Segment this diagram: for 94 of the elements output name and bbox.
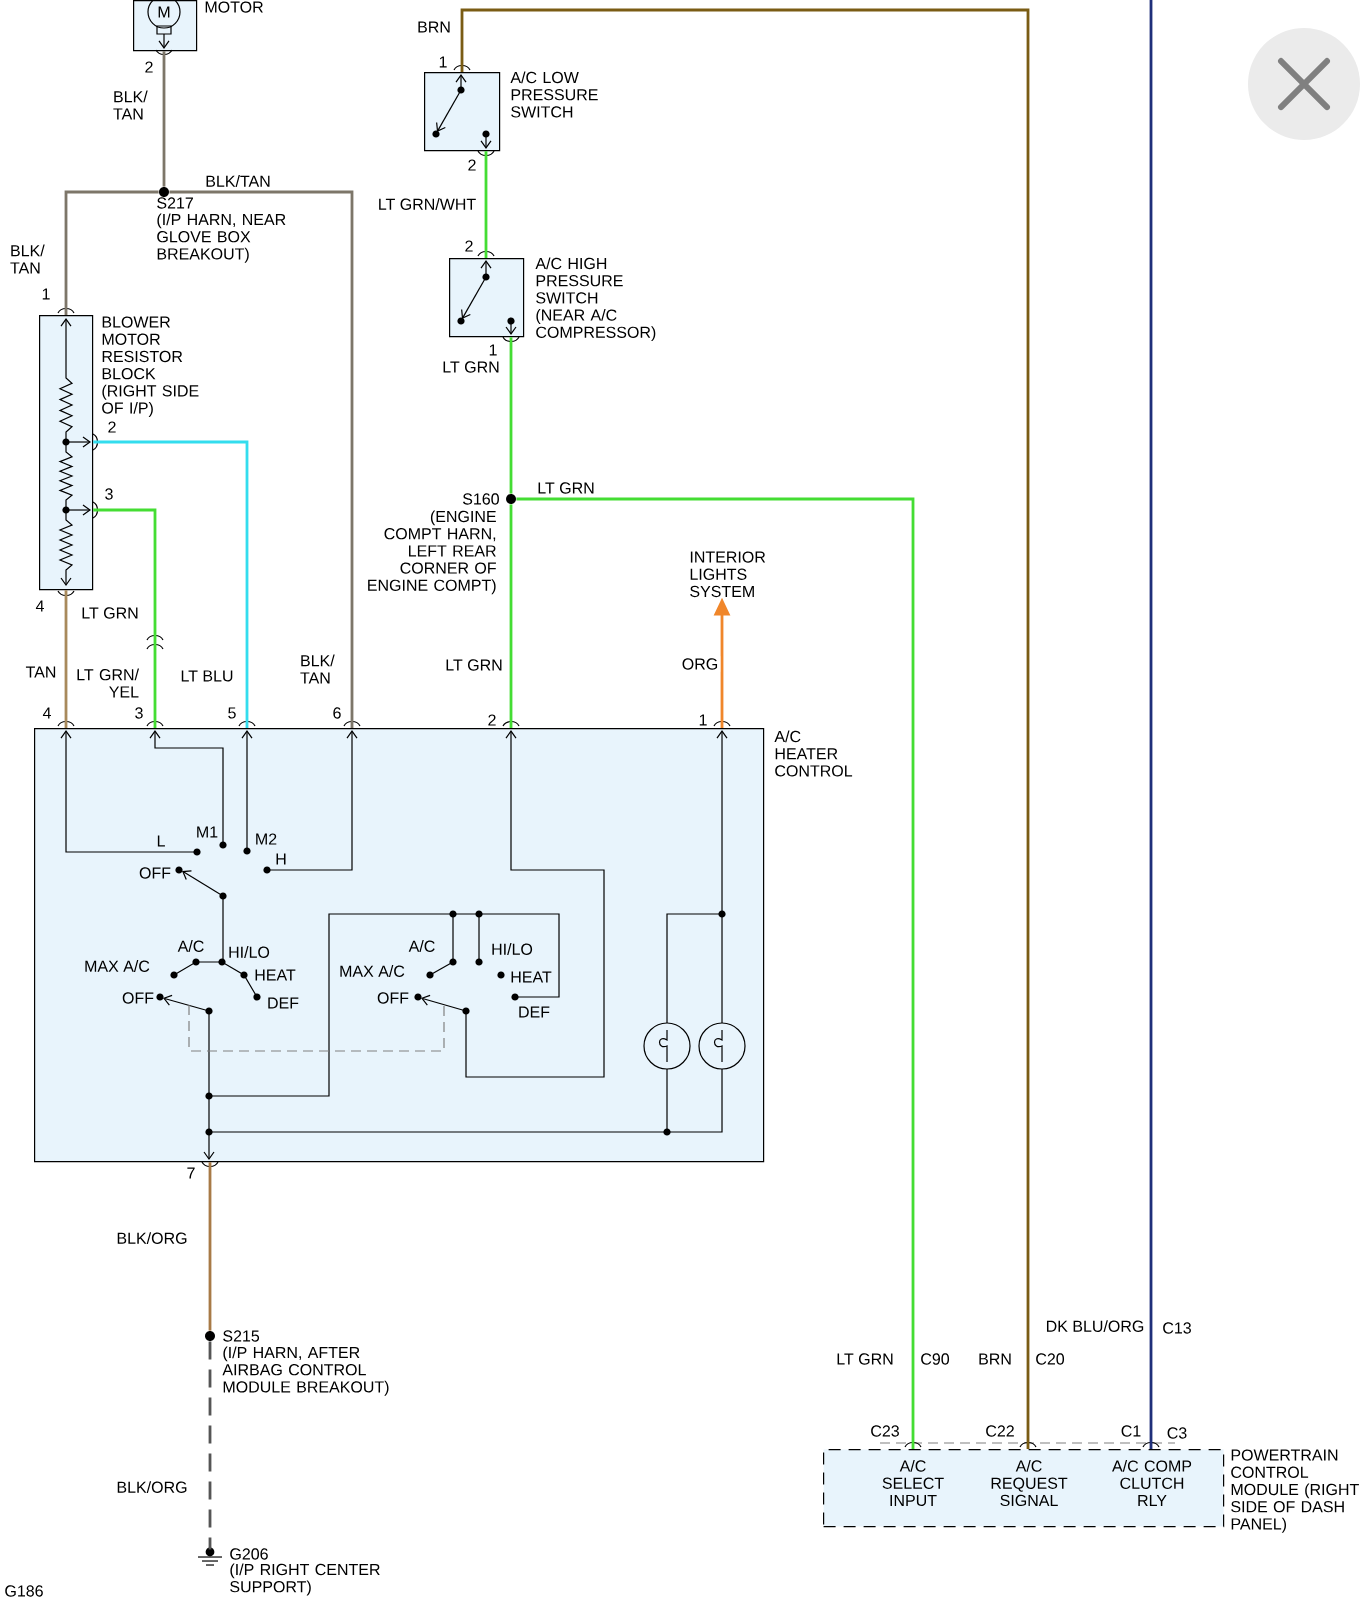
node-label: A/C HIGH PRESSURE SWITCH (NEAR A/C COMPRESSOR)	[535, 257, 656, 342]
component-label: MOTOR	[205, 1, 263, 13]
pin-number: C3	[1167, 1427, 1187, 1439]
pin-number: 2	[108, 421, 116, 433]
pin-number: C22	[986, 1425, 1014, 1437]
pressure-switch: A/C LOW PRESSURE SWITCH	[424, 71, 598, 152]
switch-position-label: M1	[197, 826, 218, 838]
pin-number: 1	[699, 714, 707, 726]
switch-position-label: OFF	[139, 867, 171, 879]
switch-position-label: DEF	[268, 997, 299, 1009]
wire-label: LT GRN	[837, 1353, 893, 1365]
switch-position-label: DEF	[519, 1006, 550, 1018]
splice-label: (I/P HARN, AFTER AIRBAG CONTROL MODULE BREAKOUT)	[222, 1346, 389, 1396]
wire-label: BLK/ TAN	[8, 242, 54, 276]
wire-label: LT GRN	[79, 605, 141, 621]
wire-label: LT GRN	[535, 480, 597, 496]
pin-number: 3	[135, 707, 143, 719]
wire-label: LT GRN	[443, 657, 505, 673]
wire	[484, 151, 488, 258]
switch-position-label: HEAT	[511, 971, 552, 983]
pin-number: C1	[1121, 1425, 1141, 1437]
wire	[93, 508, 157, 728]
wire	[208, 1341, 212, 1550]
wire	[509, 504, 513, 728]
motor-box: M	[133, 0, 198, 52]
ground-label: G206	[230, 1548, 268, 1560]
pin-number: C23	[871, 1425, 899, 1437]
wire	[169, 190, 354, 728]
node-label: BLOWER MOTOR RESISTOR BLOCK (RIGHT SIDE OF I/P)	[102, 316, 199, 417]
circuit-number: C90	[921, 1353, 950, 1365]
node-label: A/C HEATER CONTROL	[774, 730, 853, 777]
wire-label: ORG	[679, 656, 721, 672]
wire-label: LT BLU	[178, 668, 236, 684]
wire-label: BLK/TAN	[203, 173, 273, 189]
pin-number: 1	[439, 56, 447, 68]
switch-position-label: H	[276, 853, 286, 865]
wire-label: BLK/ORG	[114, 1479, 190, 1495]
switch-position-label: MAX A/C	[85, 960, 150, 972]
switch-position-label: L	[157, 835, 165, 847]
wire-label: LT GRN/WHT	[375, 196, 479, 212]
ground-label: (I/P RIGHT CENTER SUPPORT)	[230, 1563, 380, 1596]
splice-label: (I/P HARN, NEAR GLOVE BOX BREAKOUT)	[157, 213, 286, 263]
pin-number: 1	[489, 344, 497, 356]
wire	[509, 337, 513, 494]
circuit-reference-text: INTERIOR LIGHTS SYSTEM	[690, 551, 766, 598]
switch-position-label: A/C	[408, 940, 435, 952]
pin-number: 2	[488, 714, 496, 726]
wire	[64, 590, 68, 728]
switch-position-label: HEAT	[255, 969, 296, 981]
pin-number: 3	[105, 488, 113, 500]
switch-position-label: M2	[256, 833, 277, 845]
switch-position-label: A/C	[177, 940, 204, 952]
node-label: POWERTRAIN CONTROL MODULE (RIGHT SIDE OF DASH PANEL)	[1231, 1449, 1359, 1533]
node-label: A/C LOW PRESSURE SWITCH	[510, 71, 598, 118]
wire-label: BLK/ TAN	[300, 654, 335, 684]
circuit-number: C20	[1036, 1353, 1065, 1365]
wire-label: DK BLU/ORG	[1043, 1318, 1147, 1334]
splice-label: S215	[223, 1330, 260, 1342]
circuit-number: C13	[1163, 1322, 1191, 1334]
wire	[460, 8, 1030, 1449]
wire	[162, 51, 166, 187]
switch-position-label: HI/LO	[229, 946, 270, 958]
switch-position-label: MAX A/C	[340, 965, 405, 977]
wire	[64, 190, 159, 315]
wire-label: LT GRN/ YEL	[77, 668, 139, 698]
splice-label: S160	[462, 493, 499, 505]
splice-label: (ENGINE COMPT HARN, LEFT REAR CORNER OF ENGINE COMPT)	[368, 510, 496, 595]
wire-label: LT GRN	[440, 359, 502, 375]
wire	[516, 497, 915, 1449]
wire	[93, 440, 249, 728]
wire-label: TAN	[23, 664, 59, 680]
diagram-id: G186	[5, 1585, 43, 1597]
pin-number: 6	[333, 707, 341, 719]
pin-number: 1	[42, 288, 50, 300]
pin-number: 5	[228, 707, 236, 719]
splice-label: S217	[157, 197, 193, 209]
control-module-box: POWERTRAIN CONTROL MODULE (RIGHT SIDE OF DASH PANEL) A/C SELECT INPUT A/C REQUEST SIGNAL A/C COMP CLUTCH RLY	[823, 1442, 1359, 1533]
wire	[1149, 0, 1153, 1449]
pin-number: 2	[145, 61, 153, 73]
wire-label: BLK/ORG	[114, 1230, 190, 1246]
pin-number: 2	[468, 159, 476, 171]
pin-number: 4	[35, 600, 44, 612]
wire-label: BLK/ TAN	[111, 88, 157, 122]
ground-symbol	[197, 1547, 223, 1566]
wire	[208, 1162, 212, 1331]
wire-label: BRN	[415, 19, 453, 35]
pin-number: 2	[465, 240, 473, 252]
switch-position-label: OFF	[377, 992, 409, 1004]
switch-position-label: OFF	[122, 992, 154, 1004]
pin-number: 4	[42, 707, 51, 719]
pressure-switch: A/C HIGH PRESSURE SWITCH (NEAR A/C COMPRESSOR)	[449, 257, 656, 342]
switch-position-label: HI/LO	[492, 943, 533, 955]
pin-number: 7	[187, 1167, 195, 1179]
wire-label: BRN	[979, 1353, 1011, 1365]
